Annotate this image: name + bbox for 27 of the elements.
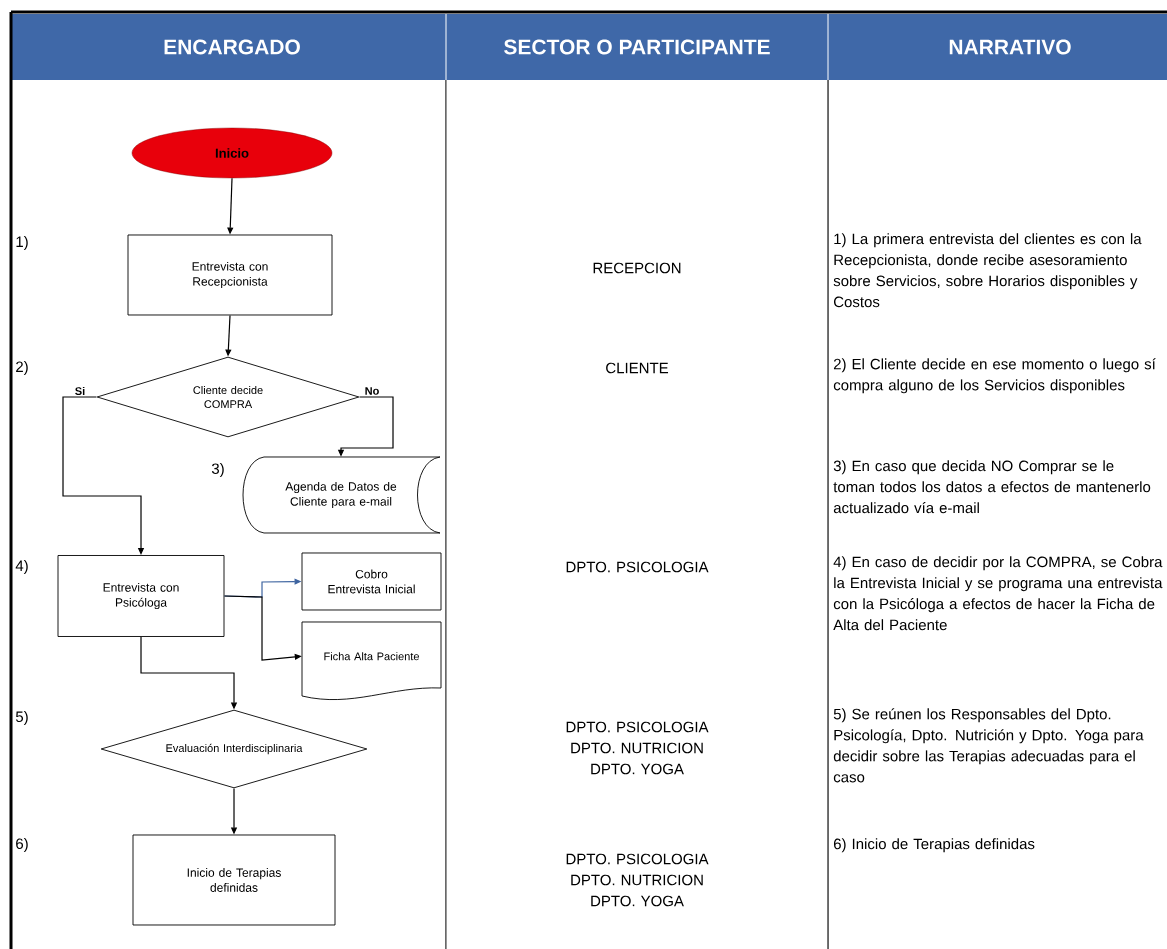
narrative-text: 6) Inicio de Terapias definidas	[834, 838, 1035, 853]
narrative-text: 1) La primera entrevista del clientes es con la Recepcionista, donde recibe asesoramiento sobre Servicios, sobre Horarios disponibles y Costos	[833, 233, 1142, 308]
arrow	[62, 396, 145, 555]
process-box: Entrevista con Psicóloga	[57, 555, 225, 637]
narrative-text: 2) El Cliente decide en ese momento o luego sí compra alguno de los Servicios disponibles	[833, 358, 1156, 394]
sector-text: DPTO. PSICOLOGIA	[566, 561, 709, 573]
sector-text: DPTO. PSICOLOGIA DPTO. NUTRICION DPTO. YOGA	[566, 721, 709, 775]
process-box: Cobro Entrevista Inicial	[301, 552, 442, 611]
step-number: 3)	[211, 463, 224, 477]
step-number: 6)	[16, 838, 28, 852]
column-header: SECTOR O PARTICIPANTE	[504, 39, 770, 55]
column-header: ENCARGADO	[164, 39, 300, 55]
process-box: Entrevista con Recepcionista	[127, 234, 333, 316]
narrative-text: 3) En caso que decida NO Comprar se le toman todos los datos a efectos de mantenerlo actualizado vía e-mail	[833, 460, 1151, 514]
edge-label: No	[363, 386, 381, 396]
step-number: 2)	[16, 361, 28, 375]
process-box: Inicio de Terapias definidas	[132, 834, 336, 926]
column-header: NARRATIVO	[949, 39, 1071, 55]
sector-text: CLIENTE	[606, 362, 669, 374]
narrative-text: 5) Se reúnen los Responsables del Dpto. Psicología, Dpto. Nutrición y Dpto. Yoga para decidir sobre las Terapias adecuadas para el caso	[833, 708, 1144, 783]
sector-text: RECEPCION	[593, 262, 681, 274]
step-number: 5)	[15, 711, 28, 725]
edge-label: Si	[73, 385, 87, 397]
narrative-text: 4) En caso de decidir por la COMPRA, se Cobra la Entrevista Inicial y se programa una entrevista con la Psicóloga a efectos de hacer la Ficha de Alta del Paciente	[833, 556, 1163, 631]
sector-text: DPTO. PSICOLOGIA DPTO. NUTRICION DPTO. YOGA	[566, 853, 709, 907]
step-number: 4)	[15, 560, 28, 574]
step-number: 1)	[16, 236, 28, 250]
